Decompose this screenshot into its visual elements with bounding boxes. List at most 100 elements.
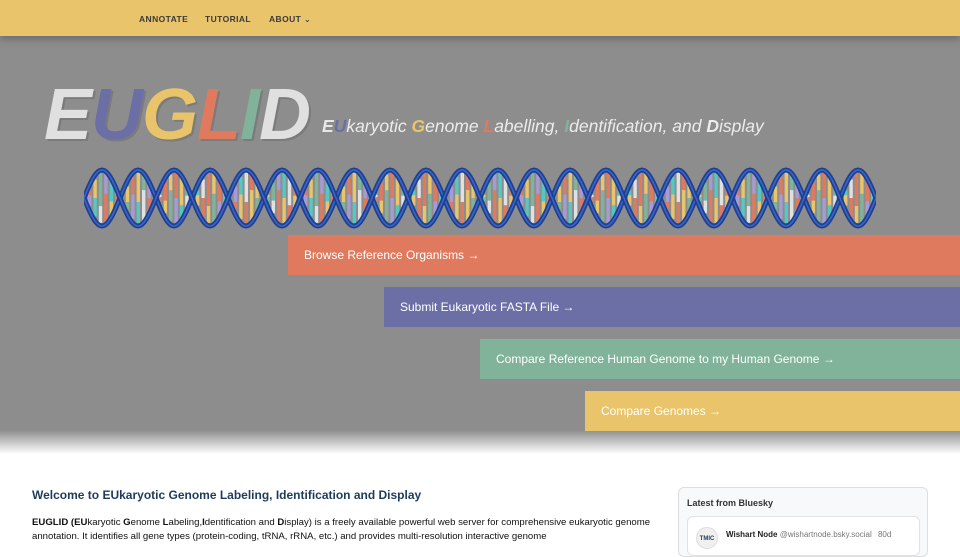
- dna-base-pair: [358, 173, 362, 191]
- browse-reference-organisms-button[interactable]: Browse Reference Organisms →: [288, 235, 960, 275]
- dna-base-pair: [493, 190, 497, 222]
- dna-base-pair: [320, 193, 324, 224]
- dna-base-pair: [676, 202, 680, 224]
- dna-base-pair: [255, 198, 259, 216]
- dna-base-pair: [163, 182, 167, 201]
- dna-base-pair: [395, 175, 400, 206]
- dna-base-pair: [844, 190, 848, 196]
- dna-base-pair: [649, 177, 653, 202]
- intro-segment: I: [202, 517, 205, 528]
- dna-base-pair: [719, 175, 724, 206]
- dna-base-pair: [239, 194, 243, 220]
- dna-base-pair: [104, 193, 108, 224]
- dna-base-pair: [525, 198, 529, 217]
- dna-base-pair: [520, 190, 524, 196]
- logo-letter: U: [91, 75, 143, 155]
- dna-base-pair: [698, 194, 702, 198]
- dna-base-pair: [217, 201, 221, 219]
- dna-base-pair: [412, 190, 416, 196]
- compare-human-genome-button[interactable]: Compare Reference Human Genome to my Hum…: [480, 339, 960, 379]
- dna-base-pair: [374, 194, 378, 198]
- dna-base-pair: [822, 198, 826, 224]
- dna-base-pair: [790, 173, 794, 191]
- dna-base-pair: [590, 194, 594, 198]
- dna-base-pair: [309, 198, 313, 217]
- bluesky-post[interactable]: TMIC Wishart Node @wishartnode.bsky.soci…: [687, 516, 920, 556]
- dna-base-pair: [482, 194, 486, 198]
- dna-base-pair: [644, 172, 648, 194]
- dna-base-pair: [633, 198, 637, 217]
- dna-base-pair: [806, 197, 810, 202]
- dna-base-pair: [136, 172, 140, 203]
- intro-segment: EUGLID (: [32, 517, 75, 528]
- dna-base-pair: [687, 180, 691, 198]
- logo-letter: E: [44, 75, 92, 155]
- dna-base-pair: [854, 173, 859, 207]
- dna-base-pair: [617, 195, 621, 212]
- dna-base-pair: [471, 198, 475, 216]
- post-author-handle: @wishartnode.bsky.social: [779, 530, 872, 539]
- dna-base-pair: [498, 172, 502, 198]
- dna-base-pair: [455, 194, 459, 220]
- submit-fasta-file-button[interactable]: Submit Eukaryotic FASTA File →: [384, 287, 960, 327]
- dna-base-pair: [822, 172, 826, 198]
- dna-base-pair: [374, 197, 378, 202]
- intro-segment: isplay) is a freely available powerful w…: [32, 517, 651, 542]
- dna-base-pair: [125, 202, 130, 210]
- dna-base-pair: [201, 198, 205, 217]
- dna-base-pair: [773, 186, 778, 203]
- nav-annotate[interactable]: ANNOTATE: [139, 14, 189, 24]
- dna-base-pair: [682, 190, 686, 223]
- logo-letter: I: [240, 75, 260, 155]
- dna-base-pair: [736, 190, 740, 196]
- dna-base-pair: [530, 206, 535, 223]
- dna-base-pair: [671, 176, 675, 195]
- intro-segment: L: [162, 517, 169, 528]
- bluesky-feed-title: Latest from Bluesky: [687, 498, 774, 508]
- dna-base-pair: [574, 190, 578, 223]
- dna-base-pair: [314, 206, 319, 223]
- dna-base-pair: [568, 202, 572, 224]
- dna-base-pair: [790, 190, 794, 223]
- compare-genomes-button[interactable]: Compare Genomes →: [585, 391, 960, 431]
- intro-segment: dentification and: [204, 517, 278, 528]
- dna-base-pair: [179, 175, 184, 206]
- dna-base-pair: [865, 201, 869, 219]
- dna-base-pair: [638, 173, 643, 207]
- dna-base-pair: [363, 180, 367, 198]
- dna-base-pair: [147, 180, 151, 198]
- dna-base-pair: [250, 190, 254, 223]
- dna-base-pair: [98, 173, 103, 207]
- dna-base-pair: [271, 182, 275, 201]
- tagline-segment: L: [483, 116, 495, 136]
- dna-base-pair: [179, 205, 184, 221]
- dna-base-pair: [595, 200, 599, 214]
- dna-base-pair: [471, 180, 475, 198]
- nav-about[interactable]: ABOUT ⌄: [269, 14, 311, 24]
- dna-base-pair: [833, 195, 837, 212]
- dna-base-pair: [757, 177, 761, 202]
- dna-base-pair: [611, 205, 616, 221]
- dna-base-pair: [282, 198, 286, 224]
- dna-base-pair: [169, 174, 173, 191]
- dna-base-pair: [244, 172, 248, 203]
- dna-helix-graphic: [84, 167, 876, 229]
- dna-base-pair: [212, 193, 216, 224]
- tagline-segment: I: [564, 116, 570, 136]
- tagline-segment: G: [411, 116, 426, 136]
- dna-base-pair: [606, 172, 610, 198]
- logo-letter: L: [197, 75, 241, 155]
- dna-base-pair: [574, 173, 578, 191]
- dna-base-pair: [665, 202, 670, 210]
- dna-base-pair: [676, 172, 680, 203]
- dna-base-pair: [719, 205, 724, 221]
- dna-base-pair: [601, 174, 605, 191]
- dna-base-pair: [503, 175, 508, 206]
- dna-base-pair: [428, 172, 432, 194]
- nav-tutorial[interactable]: TUTORIAL: [205, 14, 252, 24]
- bluesky-feed-card: Latest from Bluesky TMIC Wishart Node @w…: [678, 487, 928, 557]
- dna-base-pair: [649, 201, 653, 219]
- dna-base-pair: [773, 202, 778, 210]
- logo-letter: D: [259, 75, 311, 155]
- dna-base-pair: [244, 202, 248, 224]
